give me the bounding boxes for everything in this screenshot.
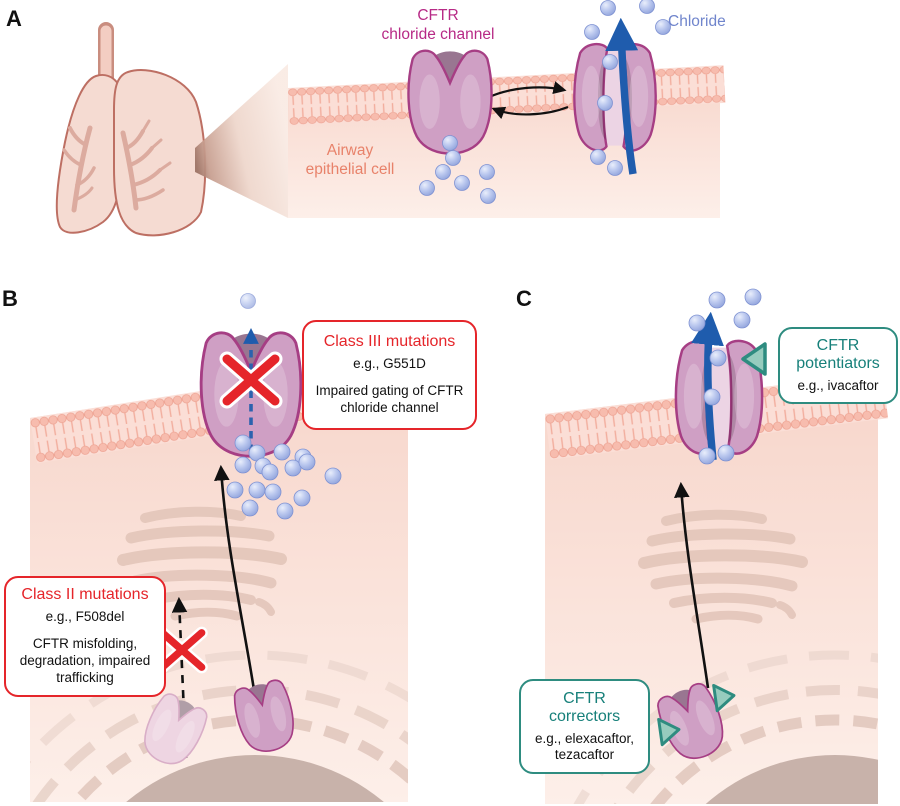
panel-b-label: B — [2, 286, 18, 311]
airway-cell-label: Airway epithelial cell — [294, 142, 406, 179]
class3-mutations-callout: Class III mutations e.g., G551D Impaired… — [302, 320, 477, 430]
cftr-channel-title-line2: chloride channel — [381, 25, 495, 43]
gating-equilibrium-arrows — [488, 81, 569, 120]
potentiators-title: CFTR potentiators — [784, 337, 892, 374]
bronchial-tree — [62, 119, 172, 213]
class3-example: e.g., G551D — [353, 355, 426, 371]
chloride-label: Chloride — [668, 13, 726, 30]
endoplasmic-reticulum-c — [545, 650, 878, 804]
chloride-ions-flow-a — [584, 0, 671, 176]
cftr-correctors-callout: CFTR correctors e.g., elexacaftor, tezac… — [519, 679, 650, 774]
cftr-channel-title-line1: CFTR — [417, 7, 459, 24]
potentiators-example: e.g., ivacaftor — [797, 377, 879, 393]
panel-a-label: A — [6, 6, 22, 31]
potentiators-title-line1: CFTR — [816, 337, 860, 355]
class2-example: e.g., F508del — [45, 608, 125, 624]
panel-c-label: C — [516, 286, 532, 311]
correctors-example: e.g., elexacaftor, tezacaftor — [534, 730, 635, 762]
blocked-trafficking-arrow — [171, 596, 188, 759]
correctors-title-line1: CFTR — [563, 689, 606, 707]
cftr-channel-title: CFTR chloride channel — [358, 7, 518, 44]
trafficking-arrow-c — [674, 481, 710, 689]
lungs-illustration — [55, 69, 207, 237]
chloride-ion-escaped-b — [240, 293, 256, 309]
trafficking-arrow-b — [214, 464, 256, 691]
chloride-ions-flow-c — [688, 288, 762, 465]
airway-cell-label-line2: epithelial cell — [305, 160, 395, 178]
chloride-ions-intracellular-a — [419, 135, 496, 204]
class3-description: Impaired gating of CFTR chloride channel — [315, 382, 464, 415]
class3-title: Class III mutations — [323, 333, 456, 351]
panel-a-artwork — [55, 0, 726, 237]
potentiators-title-line2: potentiators — [796, 355, 880, 373]
chloride-flow-arrow-c — [691, 311, 724, 461]
zoom-cone — [195, 64, 288, 218]
class2-mutations-callout: Class II mutations e.g., F508del CFTR mi… — [4, 576, 166, 697]
correctors-title: CFTR correctors — [525, 690, 644, 727]
chloride-flow-arrow-a — [605, 17, 639, 175]
class2-description: CFTR misfolding, degradation, impaired t… — [19, 635, 151, 685]
cftr-potentiators-callout: CFTR potentiators e.g., ivacaftor — [778, 327, 898, 404]
class2-title: Class II mutations — [21, 586, 149, 604]
chloride-ions-accumulated-b — [226, 434, 342, 520]
airway-cell-label-line1: Airway — [326, 142, 374, 159]
correctors-title-line2: correctors — [548, 708, 621, 726]
